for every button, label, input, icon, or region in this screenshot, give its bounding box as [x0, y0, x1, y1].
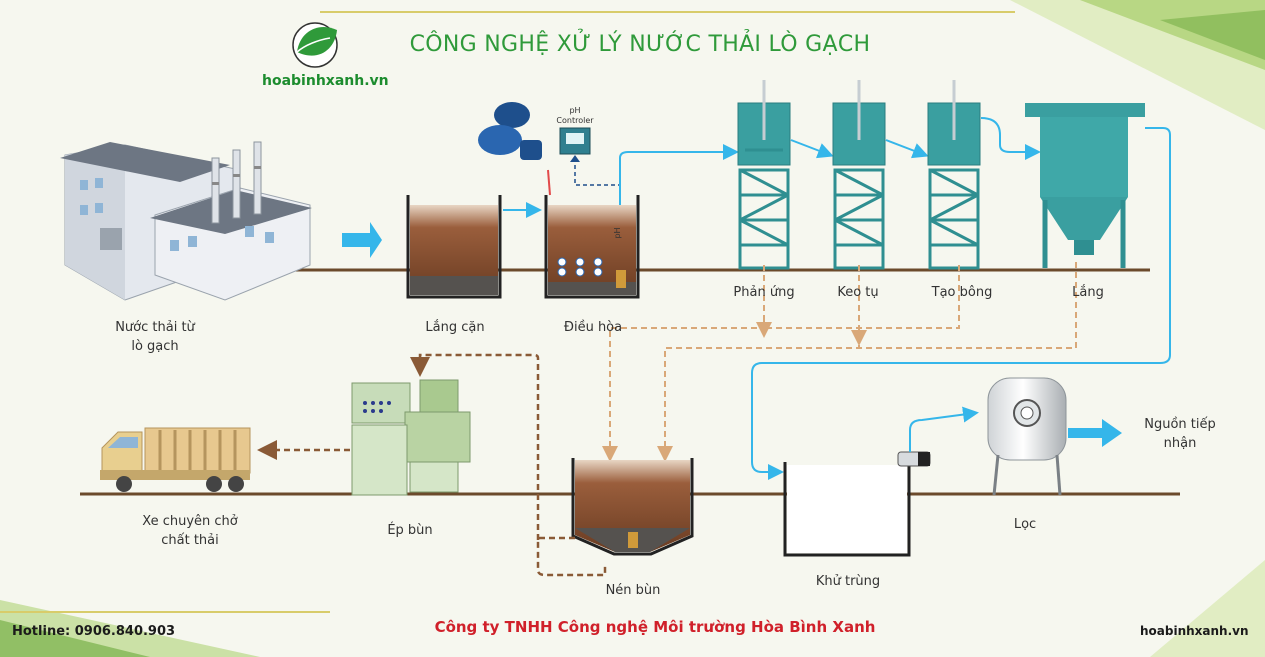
sludge-lines [602, 262, 1077, 462]
settling-basin-icon [406, 195, 502, 299]
label-coagulation: Keo tụ [837, 285, 879, 300]
label-sedimentation: Lắng [1072, 285, 1104, 300]
label-discharge: Nguồn tiếp nhận [1130, 415, 1230, 453]
sludge-line-to-press [420, 353, 607, 577]
page-title: CÔNG NGHỆ XỬ LÝ NƯỚC THẢI LÒ GẠCH [409, 32, 871, 57]
equalization-tank-icon [544, 195, 640, 299]
arrow-flocculation-to-sedimentation [980, 117, 1041, 160]
pressure-filter-icon [987, 377, 1067, 496]
sludge-press-icon [351, 379, 471, 496]
ph-controller-label: pH Controler [545, 106, 605, 126]
logo-text: hoabinhxanh.vn [262, 73, 389, 89]
label-filter: Lọc [1013, 517, 1037, 532]
arrow-filter-to-discharge [1068, 419, 1122, 447]
truck-icon [100, 427, 251, 492]
reaction-tank-icon [737, 80, 791, 270]
disinfection-tank-icon [783, 462, 911, 557]
decor-leaves-bottom-left [0, 560, 1265, 657]
company-name: Công ty TNHH Công nghệ Môi trường Hòa Bì… [434, 618, 876, 636]
sludge-thickener-icon [571, 458, 694, 556]
pump-icon [897, 451, 931, 467]
label-settling-basin: Lắng cặn [425, 320, 485, 335]
arrow-reaction-to-coagulation [790, 139, 834, 159]
pipe-sedimentation-to-disinfection [751, 127, 1171, 480]
label-truck-line2: chất thải [161, 533, 219, 548]
label-truck-line1: Xe chuyên chở [142, 514, 238, 529]
label-discharge-line1: Nguồn tiếp [1144, 417, 1216, 432]
ph-probe-label: pH [613, 227, 622, 239]
label-factory-line2: lò gạch [131, 339, 179, 354]
label-sludge-press: Ép bùn [387, 523, 433, 538]
arrow-factory-to-settling [342, 222, 382, 258]
label-discharge-line2: nhận [1163, 436, 1197, 451]
hotline-text: Hotline: 0906.840.903 [12, 624, 176, 639]
decor-leaves-top-right [320, 0, 1265, 130]
label-factory-line1: Nước thải từ [115, 320, 195, 335]
label-factory: Nước thải từ lò gạch [95, 318, 215, 356]
website-text: hoabinhxanh.vn [1140, 624, 1249, 638]
label-equalization: Điều hòa [563, 320, 623, 335]
air-blower-icon [478, 102, 551, 196]
arrow-disinfection-to-filter [909, 406, 979, 452]
flocculation-tank-icon [927, 80, 981, 270]
arrow-coagulation-to-flocculation [885, 139, 929, 159]
label-flocculation: Tạo bông [931, 285, 993, 300]
ph-controller-label-line2: Controler [556, 116, 594, 125]
label-truck: Xe chuyên chở chất thải [120, 512, 260, 550]
factory-icon [60, 141, 312, 301]
coagulation-tank-icon [832, 80, 886, 270]
label-reaction: Phản ứng [733, 285, 795, 300]
sedimentation-tank-icon [1025, 103, 1145, 268]
company-logo [292, 22, 338, 68]
label-sludge-thickener: Nén bùn [605, 583, 661, 598]
arrow-equalization-to-reaction [619, 144, 739, 205]
ph-controller-label-line1: pH [569, 106, 581, 115]
label-disinfection: Khử trùng [815, 574, 881, 589]
